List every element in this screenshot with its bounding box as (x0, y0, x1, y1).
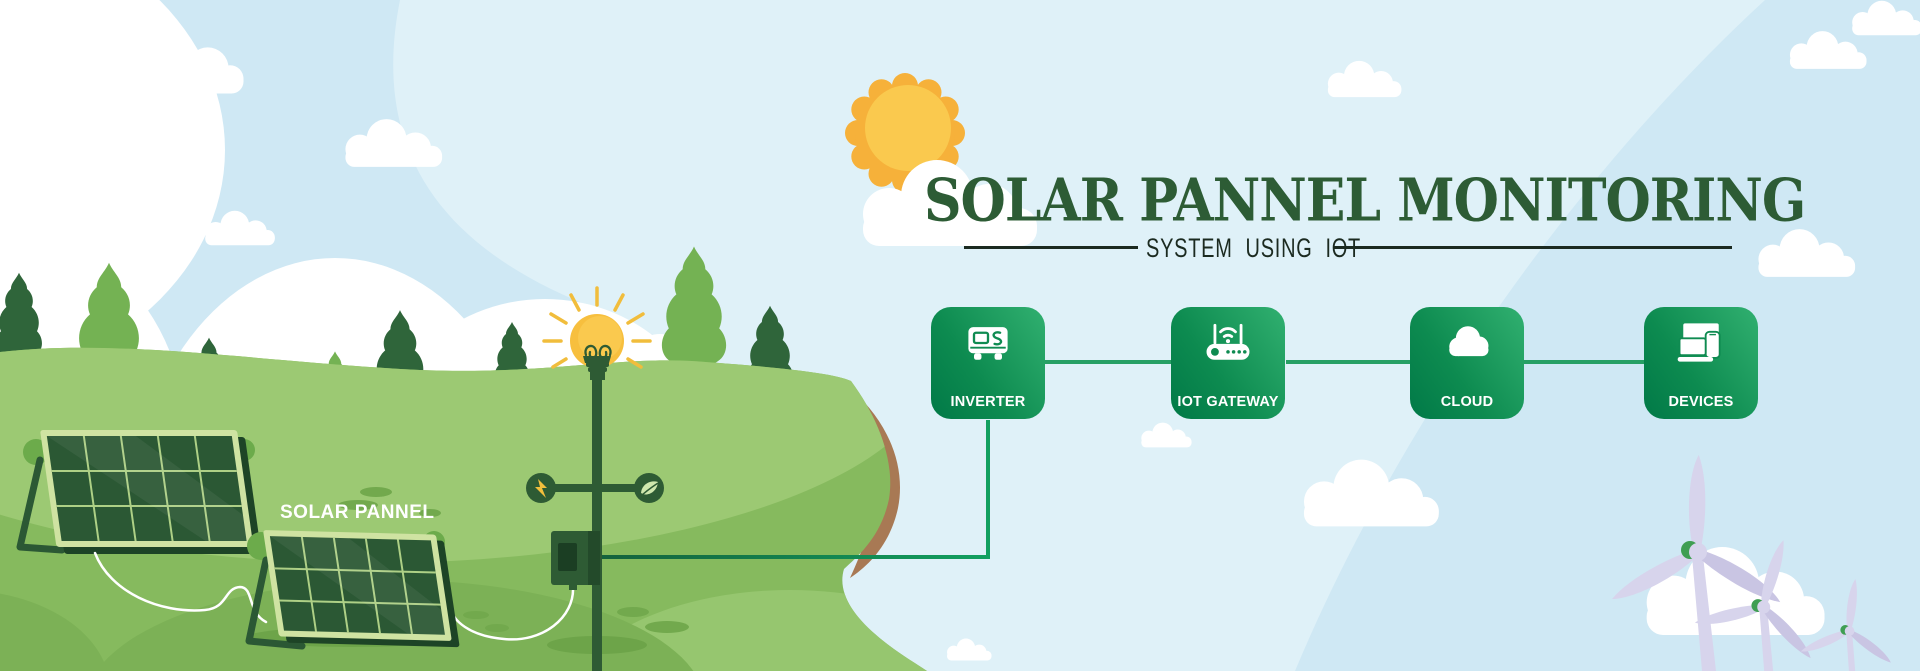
sun-icon (845, 73, 965, 193)
panel-wire (448, 584, 575, 641)
wind-turbine (1798, 578, 1894, 671)
eco-badge (634, 473, 664, 503)
cliff-dirt (846, 388, 901, 578)
flow-node-iot-gateway: IOT GATEWAY (1171, 307, 1285, 419)
lightning-icon (535, 479, 547, 498)
connector-line (1524, 360, 1645, 364)
connector-line (1286, 360, 1411, 364)
subtitle-rule-left (964, 246, 1138, 249)
panel-wire (93, 551, 268, 624)
flow-node-label: INVERTER (950, 394, 1026, 410)
power-wire (599, 420, 990, 559)
page-subtitle: SYSTEM USING IOT (1146, 233, 1361, 263)
devices-icon (1677, 323, 1721, 362)
light-bulb-icon (570, 314, 624, 380)
sky-light-band (393, 0, 1766, 671)
connector-line (1045, 360, 1171, 364)
leaf-icon (641, 481, 658, 495)
energy-badge (526, 473, 556, 503)
flow-node-label: IOT GATEWAY (1177, 394, 1279, 410)
router-icon (1206, 323, 1250, 360)
subtitle-rule-right (1334, 246, 1732, 249)
light-bulb-pole (526, 286, 664, 671)
wind-turbine (1607, 454, 1784, 671)
wind-turbines (1607, 454, 1894, 671)
wind-turbine (1693, 538, 1815, 671)
flow-node-cloud: CLOUD (1410, 307, 1524, 419)
bulb-rays (542, 286, 652, 369)
flow-node-label: DEVICES (1668, 394, 1734, 410)
flow-node-devices: DEVICES (1644, 307, 1758, 419)
solar-panel-front (245, 530, 460, 650)
solar-panel-back (16, 430, 262, 554)
cloud-icon (1449, 326, 1489, 357)
solar-panel-label: SOLAR PANNEL (280, 502, 435, 523)
page-title: SOLAR PANNEL MONITORING (924, 166, 1806, 236)
flow-node-inverter: INVERTER (931, 307, 1045, 419)
junction-box (551, 531, 600, 590)
flow-node-label: CLOUD (1440, 394, 1494, 410)
inverter-icon (968, 327, 1008, 360)
